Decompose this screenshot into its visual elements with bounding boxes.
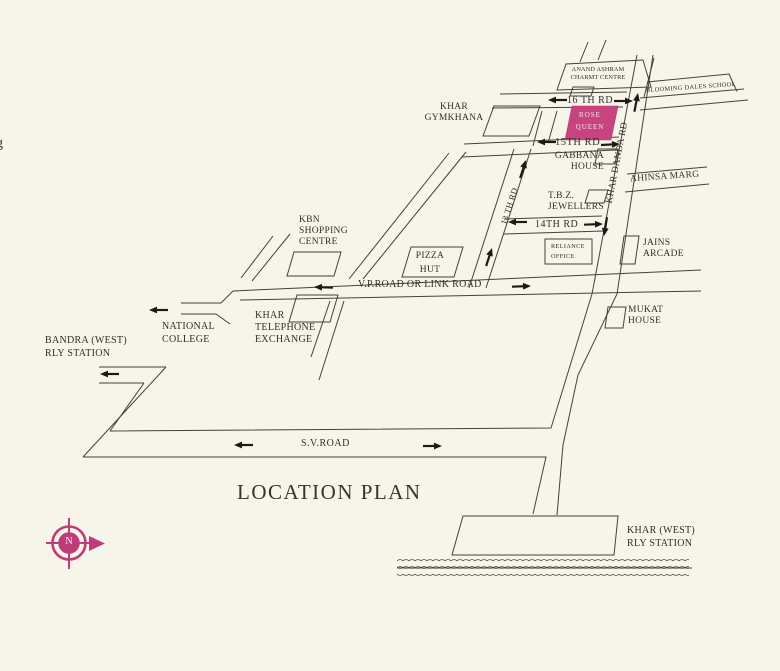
label-mukat-house: MUKAT HOUSE (628, 305, 664, 327)
label-khar-west-station: KHAR (WEST) RLY STATION (627, 525, 696, 549)
label-khar-telephone: KHAR TELEPHONE EXCHANGE (255, 310, 316, 345)
blooming-block (646, 73, 738, 92)
label-15th-rd: 15TH RD (555, 137, 601, 148)
arrow-13th-up-north (519, 160, 527, 179)
direction-arrows (100, 93, 640, 450)
building-blocks (286, 105, 640, 556)
mukat-house-block (604, 306, 627, 329)
arrow-vp-right (511, 282, 531, 290)
compass-icon (46, 518, 105, 569)
label-khar-gymkhana: KHAR GYMKHANA (424, 102, 484, 124)
reliance-office-block (544, 238, 593, 265)
arrow-sv-right (423, 442, 442, 450)
road-vp (232, 269, 702, 292)
label-kbn-shopping: KBN SHOPPING CENTRE (299, 215, 348, 248)
label-anand-ashram: ANAND ASHRAM CHARMT CENTRE (570, 66, 626, 82)
page-edge-text-fragment: g (0, 136, 3, 153)
anand-block (556, 59, 652, 91)
label-bandra-station: BANDRA (WEST) RLY STATION (45, 335, 127, 359)
khar-station-block (451, 515, 619, 556)
road-khar-danda (591, 54, 638, 295)
arrow-sv-left (234, 441, 253, 449)
label-rose-queen: ROSE QUEEN (575, 111, 605, 132)
arrow-16th-right (614, 97, 633, 105)
label-jains-arcade: JAINS ARCADE (643, 238, 684, 260)
road-network (82, 39, 749, 516)
label-national-college: NATIONAL COLLEGE (162, 321, 215, 345)
arrow-vp-left (314, 283, 334, 291)
tbz-jewellers-block (584, 189, 609, 204)
road-ahinsa (626, 166, 708, 175)
arrow-khar-danda-down (601, 217, 609, 236)
label-reliance-office: RELIANCE OFFICE (551, 243, 585, 261)
label-gabbana-house: GABBANA HOUSE (554, 151, 604, 173)
arrow-15th-right (600, 141, 620, 148)
arrow-15th-left (537, 138, 556, 146)
arrow-bandra-upper (149, 306, 168, 314)
road-16th (499, 91, 628, 95)
compass-east-arrow (89, 536, 105, 551)
khar-gymkhana-block (482, 105, 541, 137)
rose-queen-block (564, 105, 619, 141)
pizza-hut-block (401, 246, 464, 278)
arrow-bandra-lower (100, 370, 119, 378)
arrow-16th-left (548, 96, 567, 104)
road-14th (503, 215, 603, 220)
arrow-13th-up-south (485, 248, 493, 267)
road-13th (468, 148, 515, 289)
gabbana-house-block (594, 148, 619, 165)
label-16th-rd: 16 TH RD (567, 95, 614, 106)
compass-north-label: N (65, 536, 73, 547)
arrow-khar-danda-up (633, 93, 640, 112)
label-tbz-jewellers: T.B.Z. JEWELLERS (548, 191, 604, 213)
arrow-14th-right (583, 220, 603, 228)
jains-arcade-block (619, 235, 640, 265)
label-pizza-hut: PIZZA HUT (415, 251, 445, 275)
label-vp-road: V.P.ROAD OR LINK ROAD (358, 279, 482, 290)
kbn-block (286, 251, 342, 277)
khar-telephone-block (288, 294, 339, 323)
label-14th-rd: 14TH RD (535, 219, 579, 230)
label-sv-road: S.V.ROAD (301, 438, 350, 449)
arrow-14th-left (508, 218, 527, 226)
map-title: LOCATION PLAN (237, 480, 422, 504)
road-sv (109, 293, 593, 432)
railway-track (397, 556, 692, 579)
